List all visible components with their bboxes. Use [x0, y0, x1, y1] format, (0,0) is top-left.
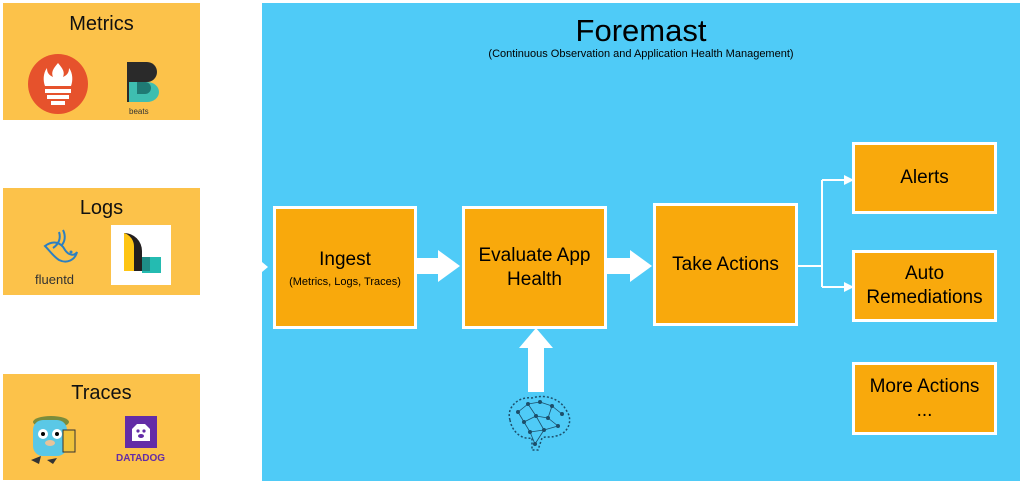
ingest-sublabel: (Metrics, Logs, Traces) — [289, 275, 401, 288]
ingest-to-evaluate-arrow — [416, 250, 460, 282]
more-actions-line1: More Actions — [869, 375, 980, 397]
panel-subtitle: (Continuous Observation and Application … — [488, 48, 794, 60]
ingest-label: Ingest — [319, 248, 371, 270]
more-actions-line2: ... — [916, 399, 933, 421]
datadog-label: DATADOG — [116, 453, 166, 464]
metrics-title: Metrics — [69, 13, 134, 35]
ingest-step: Ingest (Metrics, Logs, Traces) — [273, 206, 417, 329]
prometheus-icon — [28, 54, 88, 114]
brain-to-evaluate-arrow — [519, 328, 553, 392]
traces-source-box: Traces DATADOG — [3, 374, 200, 480]
take-actions-label: Take Actions — [672, 253, 779, 275]
branch-connector — [797, 180, 823, 287]
logs-title: Logs — [79, 197, 124, 219]
traces-title: Traces — [71, 382, 132, 404]
datadog-icon — [125, 416, 157, 448]
evaluate-to-actions-arrow — [606, 250, 652, 282]
remediations-line1: Auto — [904, 263, 945, 284]
auto-remediations-box: Auto Remediations — [852, 250, 997, 322]
more-actions-box: More Actions ... — [852, 362, 997, 435]
fluentd-icon — [43, 229, 78, 263]
entry-arrow — [262, 262, 268, 272]
panel-title: Foremast — [575, 13, 707, 48]
evaluate-label-line2: Health — [507, 268, 562, 290]
brain-network-icon — [508, 395, 571, 451]
fluentd-label: fluentd — [35, 272, 75, 287]
beats-label: beats — [129, 107, 149, 116]
beats-icon — [127, 62, 159, 102]
evaluate-step: Evaluate App Health — [462, 206, 607, 329]
jaeger-gopher-icon — [31, 416, 76, 464]
metrics-source-box: Metrics beats — [3, 3, 200, 120]
logs-source-box: Logs fluentd — [3, 188, 200, 295]
alerts-label: Alerts — [900, 167, 949, 188]
remediations-line2: Remediations — [866, 287, 983, 308]
alerts-box: Alerts — [852, 142, 997, 214]
evaluate-label-line1: Evaluate App — [478, 244, 591, 266]
take-actions-step: Take Actions — [653, 203, 798, 326]
elastic-logs-icon — [111, 225, 171, 285]
